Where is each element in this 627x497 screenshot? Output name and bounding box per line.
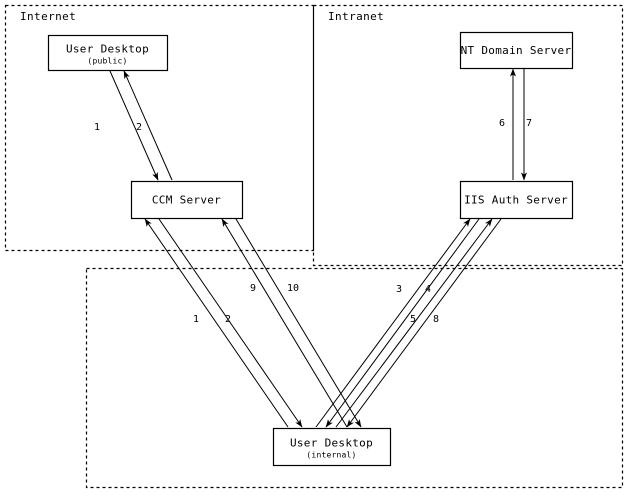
node-subtitle-user-desktop-public: (public) <box>87 57 127 66</box>
zone-label-internet: Internet <box>20 10 76 23</box>
zone-boundary-internal <box>85 267 624 489</box>
node-nt-domain-server[interactable]: NT Domain Server <box>459 31 574 70</box>
flows-layer <box>109 68 527 428</box>
flow-line-flow-public-2-up <box>123 70 173 181</box>
node-title-user-desktop-public: User Desktop <box>66 43 149 56</box>
edge-label-label-8: 8 <box>433 314 439 325</box>
node-box-user-desktop-public <box>47 34 169 72</box>
edge-label-label-4: 4 <box>425 284 431 295</box>
edge-label-label-2-internal: 2 <box>225 314 231 325</box>
zone-label-intranet: Intranet <box>328 10 384 23</box>
node-user-desktop-internal[interactable]: User Desktop(internal) <box>272 427 392 467</box>
node-user-desktop-public[interactable]: User Desktop(public) <box>47 34 169 72</box>
flow-line-flow-internal-8-down <box>346 218 502 428</box>
node-box-nt-domain-server <box>459 31 574 70</box>
node-box-ccm-server <box>130 180 244 220</box>
edge-label-label-5: 5 <box>410 314 416 325</box>
edge-label-label-3: 3 <box>396 284 402 295</box>
node-subtitle-user-desktop-internal: (internal) <box>306 451 356 460</box>
flow-line-flow-internal-10-down <box>235 218 362 428</box>
node-title-iis-auth-server: IIS Auth Server <box>464 194 568 207</box>
flow-line-flow-internal-9-up <box>221 218 348 428</box>
flow-line-flow-internal-2-down <box>158 218 303 428</box>
flow-line-flow-internal-1-up <box>144 218 289 428</box>
zones-layer: Internet Intranet <box>4 4 624 489</box>
node-title-user-desktop-internal: User Desktop <box>290 437 373 450</box>
edge-label-label-1-public: 1 <box>94 122 100 133</box>
edge-label-label-10: 10 <box>287 283 299 294</box>
flow-line-flow-internal-4-down <box>325 218 480 428</box>
edge-label-label-9: 9 <box>250 283 256 294</box>
node-box-user-desktop-internal <box>272 427 392 467</box>
edge-label-label-2-public: 2 <box>136 122 142 133</box>
flow-line-flow-public-1-down <box>109 70 159 181</box>
node-box-iis-auth-server <box>459 180 574 220</box>
edge-label-label-7: 7 <box>526 118 532 129</box>
node-iis-auth-server[interactable]: IIS Auth Server <box>459 180 574 220</box>
flow-line-flow-internal-3-up <box>315 218 471 428</box>
edge-label-label-6: 6 <box>499 118 505 129</box>
zone-boundary-intranet <box>312 4 624 267</box>
flow-line-flow-internal-5-up <box>335 218 493 428</box>
edge-label-label-1-internal: 1 <box>193 314 199 325</box>
node-title-nt-domain-server: NT Domain Server <box>461 44 572 57</box>
node-title-ccm-server: CCM Server <box>152 194 221 207</box>
edge-labels-layer: 1 2 6 7 9 10 1 2 3 4 5 8 <box>94 118 532 325</box>
node-ccm-server[interactable]: CCM Server <box>130 180 244 220</box>
